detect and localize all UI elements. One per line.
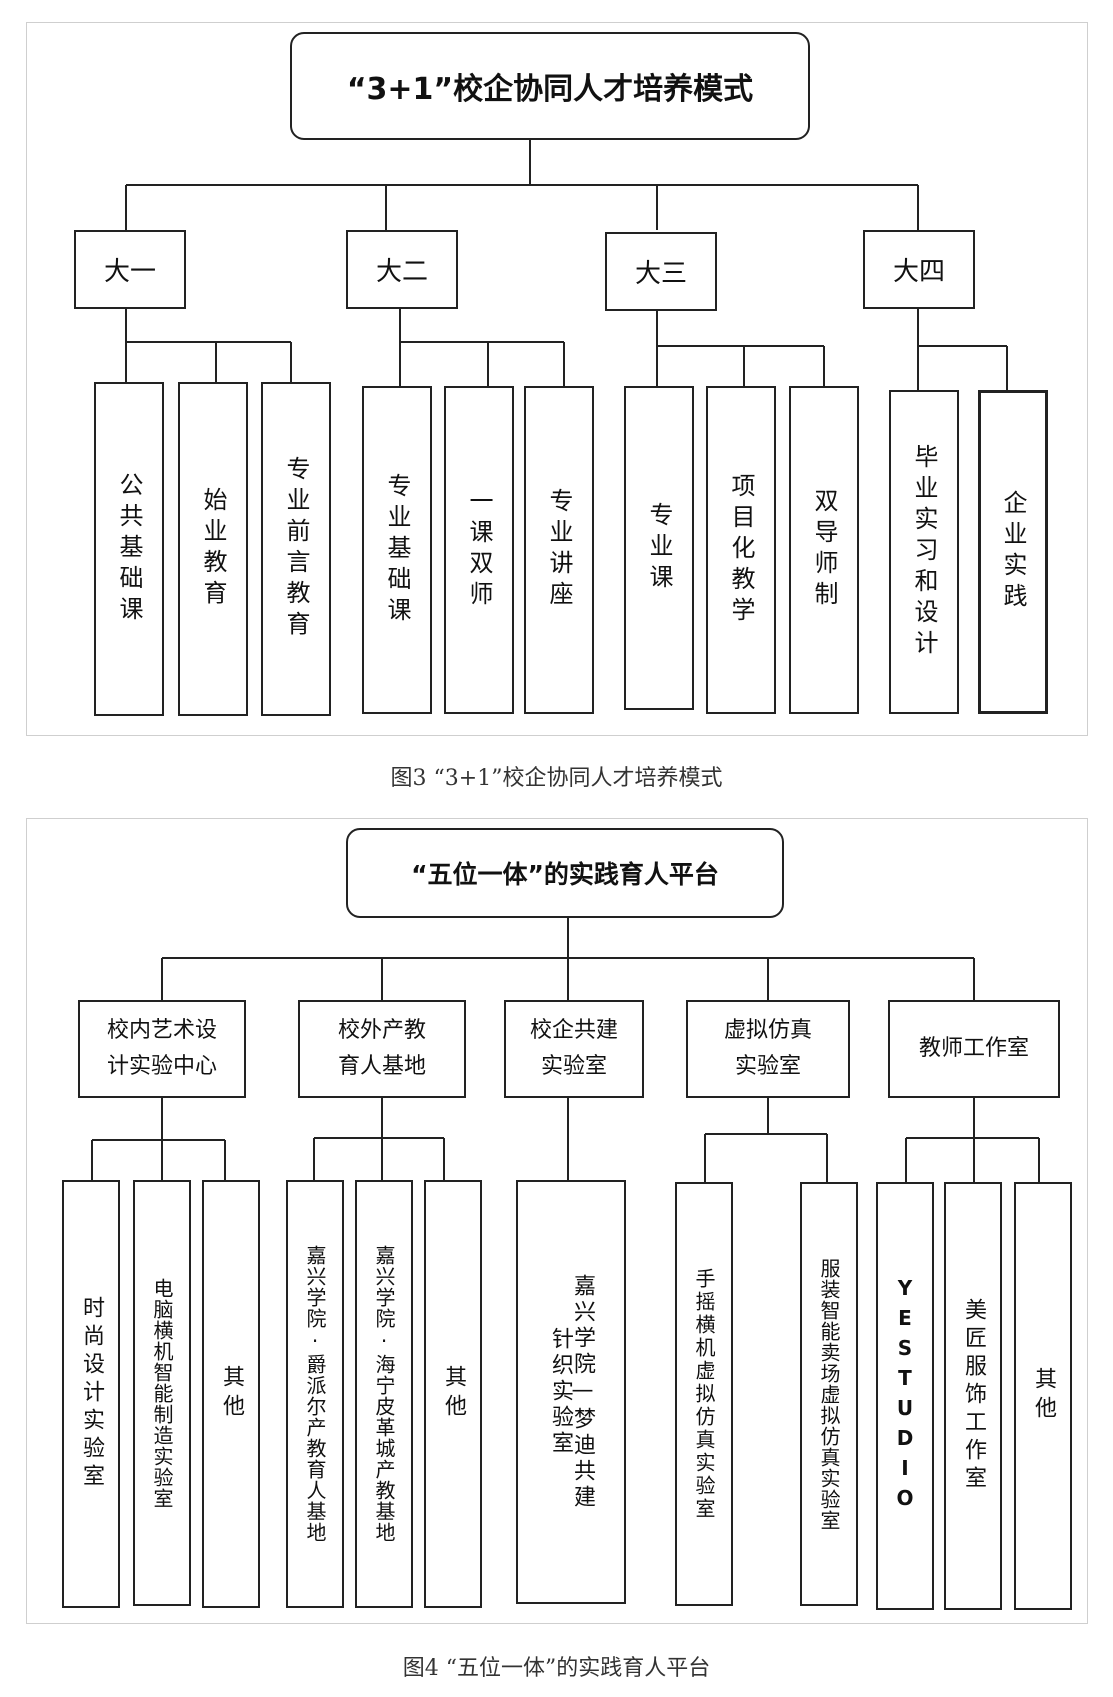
lab-label: 电脑横机智能制造实验室 <box>150 1277 174 1509</box>
course-label: 项目化教学 <box>727 472 755 628</box>
course-label: 专业基础课 <box>383 472 411 628</box>
lab-label: 手摇横机虚拟仿真实验室 <box>692 1267 716 1521</box>
lab-label: 时尚设计实验室 <box>79 1296 104 1492</box>
course-box: 专业基础课 <box>362 386 432 714</box>
course-box: 双导师制 <box>789 386 859 714</box>
course-box: 专业前言教育 <box>261 382 331 716</box>
lab-label: 嘉兴学院—梦迪共建针织实验室 <box>548 1273 595 1511</box>
course-box: 专业课 <box>624 386 694 710</box>
course-box: 一课双师 <box>444 386 514 714</box>
year-box-4: 大四 <box>863 230 975 309</box>
lab-box: 美匠服饰工作室 <box>944 1182 1002 1610</box>
lab-label: 美匠服饰工作室 <box>961 1298 986 1494</box>
course-label: 双导师制 <box>810 488 838 612</box>
diagram1-title-text: “3+1”校企协同人才培养模式 <box>346 72 754 107</box>
year-label: 大四 <box>892 257 945 287</box>
branch-label: 教师工作室 <box>918 1035 1029 1061</box>
lab-box: 服装智能卖场虚拟仿真实验室 <box>800 1182 858 1606</box>
year-box-2: 大二 <box>346 230 458 309</box>
diagram2-caption: 图4 “五位一体”的实践育人平台 <box>402 1656 711 1681</box>
lab-box: 其他 <box>1014 1182 1072 1610</box>
course-label: 毕业实习和设计 <box>910 443 938 661</box>
course-box: 专业讲座 <box>524 386 594 714</box>
lab-box: 时尚设计实验室 <box>62 1180 120 1608</box>
lab-box: 其他 <box>202 1180 260 1608</box>
course-label: 始业教育 <box>199 487 227 611</box>
course-label: 公共基础课 <box>115 471 143 627</box>
year-label: 大一 <box>103 257 156 287</box>
lab-box: 嘉兴学院—梦迪共建针织实验室 <box>516 1180 626 1604</box>
branch-label: 虚拟仿真实验室 <box>723 1017 812 1079</box>
lab-label: YESTUDIO <box>893 1276 917 1516</box>
lab-label: 服装智能卖场虚拟仿真实验室 <box>817 1257 841 1531</box>
lab-label: 嘉兴学院·爵派尔产教育人基地 <box>303 1245 327 1543</box>
lab-label: 其他 <box>441 1365 466 1423</box>
lab-label: 嘉兴学院·海宁皮革城产教基地 <box>372 1245 396 1543</box>
lab-box: 手摇横机虚拟仿真实验室 <box>675 1182 733 1606</box>
course-label: 专业课 <box>645 501 673 595</box>
course-box: 始业教育 <box>178 382 248 716</box>
course-label: 专业讲座 <box>545 488 573 612</box>
year-label: 大二 <box>375 257 428 287</box>
lab-box: 嘉兴学院·海宁皮革城产教基地 <box>355 1180 413 1608</box>
course-label: 一课双师 <box>465 488 493 612</box>
lab-label: 其他 <box>1031 1367 1056 1425</box>
diagram1-title: “3+1”校企协同人才培养模式 <box>290 32 810 140</box>
branch-box-3: 校企共建实验室 <box>504 1000 644 1098</box>
course-label: 专业前言教育 <box>282 456 310 642</box>
lab-box: 嘉兴学院·爵派尔产教育人基地 <box>286 1180 344 1608</box>
branch-box-1: 校内艺术设计实验中心 <box>78 1000 246 1098</box>
course-box: 企业实践 <box>978 390 1048 714</box>
course-box: 毕业实习和设计 <box>889 390 959 714</box>
branch-box-5: 教师工作室 <box>888 1000 1060 1098</box>
course-box: 项目化教学 <box>706 386 776 714</box>
diagram2-frame <box>26 818 1088 1624</box>
course-label: 企业实践 <box>999 490 1027 614</box>
diagram2-title: “五位一体”的实践育人平台 <box>346 828 784 918</box>
year-box-1: 大一 <box>74 230 186 309</box>
diagram1-frame <box>26 22 1088 736</box>
year-label: 大三 <box>634 259 687 289</box>
lab-label: 其他 <box>219 1365 244 1423</box>
branch-box-2: 校外产教育人基地 <box>298 1000 466 1098</box>
lab-box: YESTUDIO <box>876 1182 934 1610</box>
branch-label: 校企共建实验室 <box>529 1017 618 1079</box>
diagram1-caption: 图3 “3+1”校企协同人才培养模式 <box>390 766 723 791</box>
diagram2-title-text: “五位一体”的实践育人平台 <box>411 860 719 889</box>
branch-box-4: 虚拟仿真实验室 <box>686 1000 850 1098</box>
lab-box: 其他 <box>424 1180 482 1608</box>
course-box: 公共基础课 <box>94 382 164 716</box>
branch-label: 校内艺术设计实验中心 <box>106 1017 217 1079</box>
lab-box: 电脑横机智能制造实验室 <box>133 1180 191 1606</box>
year-box-3: 大三 <box>605 232 717 311</box>
branch-label: 校外产教育人基地 <box>337 1017 426 1079</box>
